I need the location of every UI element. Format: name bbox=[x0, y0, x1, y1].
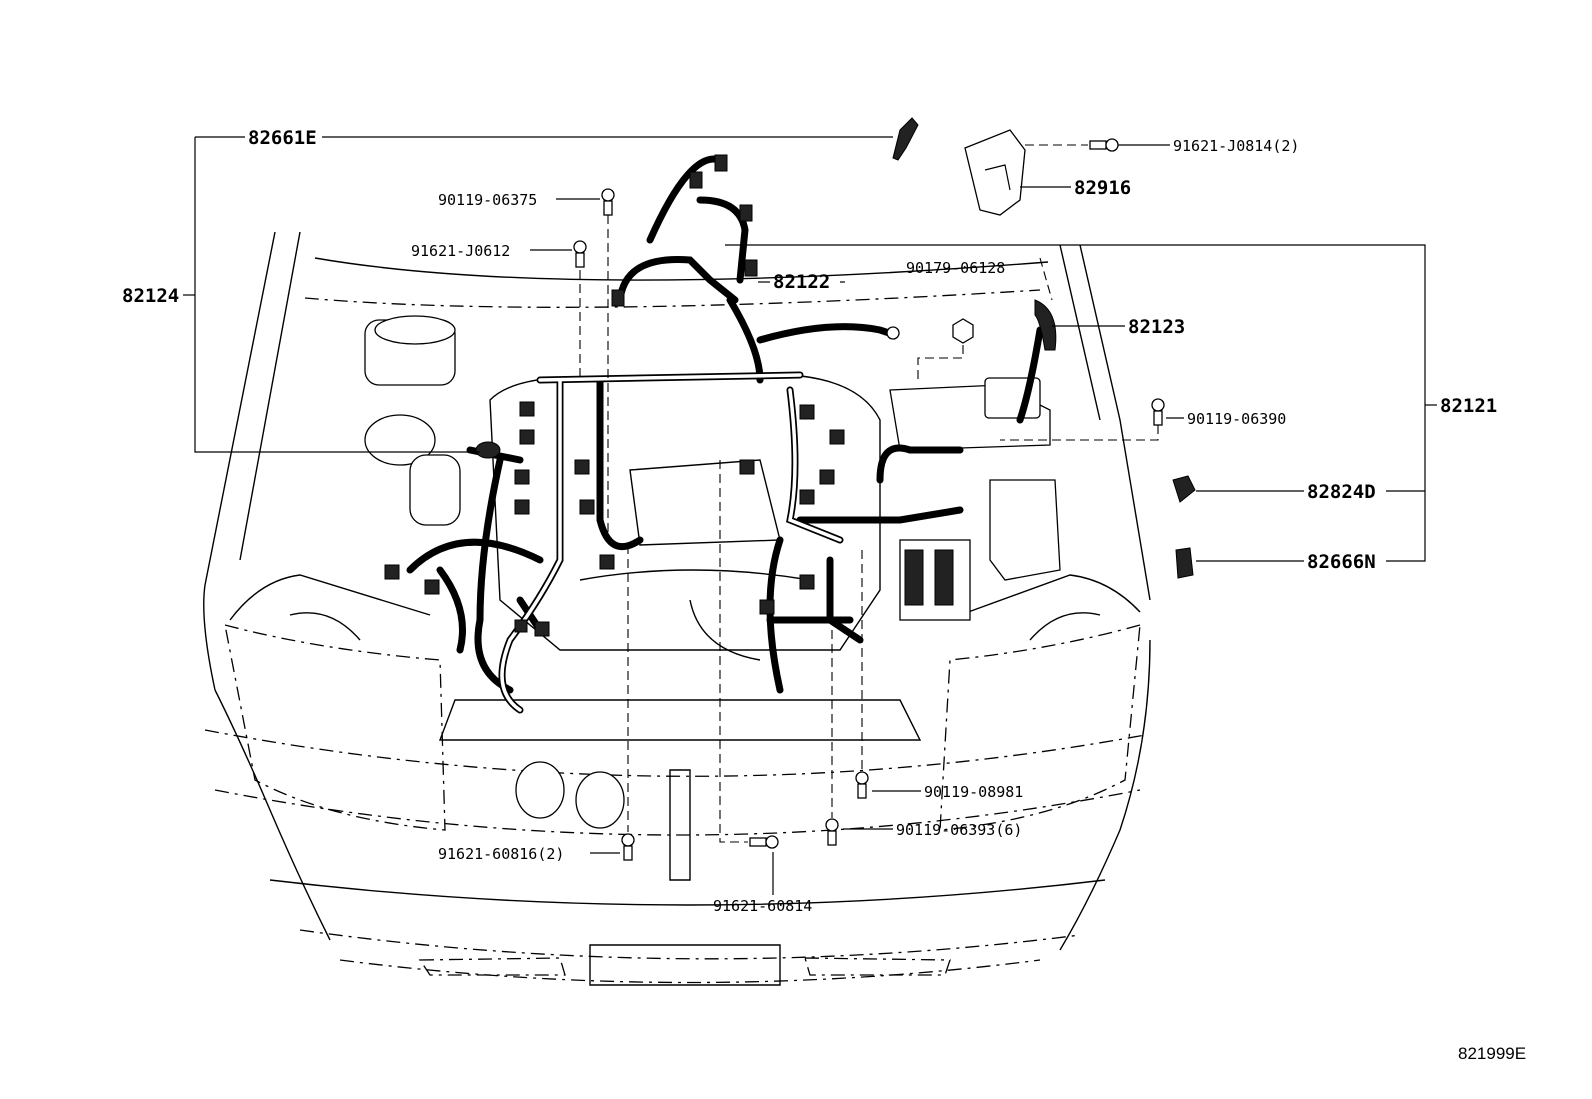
callout-82123: 82123 bbox=[1128, 316, 1185, 338]
wire-harness bbox=[384, 154, 1057, 714]
callout-90179-06128: 90179-06128 bbox=[906, 259, 1005, 277]
callout-90119-08981: 90119-08981 bbox=[924, 783, 1023, 801]
bolt-icon-91621-60816 bbox=[621, 833, 635, 861]
leader-lines bbox=[183, 136, 1437, 895]
clip-icon-82824D bbox=[1172, 475, 1196, 503]
clip-icon-82661E bbox=[892, 117, 919, 161]
callout-82122: 82122 bbox=[773, 271, 830, 293]
callout-90119-06375: 90119-06375 bbox=[438, 191, 537, 209]
bolt-icon-91621-J0612 bbox=[573, 240, 587, 268]
bolt-icon-90119-08981 bbox=[855, 771, 869, 799]
bolt-icon-91621-60814 bbox=[749, 835, 779, 849]
bolt-icon-90119-06393 bbox=[825, 818, 839, 846]
protector-icon-82916 bbox=[964, 129, 1026, 216]
callout-91621-60816: 91621-60816(2) bbox=[438, 845, 564, 863]
callout-82824D: 82824D bbox=[1307, 481, 1376, 503]
nut-icon-90179-06128 bbox=[952, 318, 974, 344]
fastener-icons bbox=[573, 117, 1196, 861]
callout-labels: 82661E 82124 90119-06375 91621-J0612 821… bbox=[122, 127, 1526, 1063]
vehicle-body-outline bbox=[203, 231, 1151, 986]
callout-82666N: 82666N bbox=[1307, 551, 1376, 573]
callout-91621-60814: 91621-60814 bbox=[713, 897, 812, 915]
clip-icon-82666N bbox=[1175, 547, 1194, 579]
callout-91621-J0612: 91621-J0612 bbox=[411, 242, 510, 260]
bolt-icon-90119-06390 bbox=[1151, 398, 1165, 426]
callout-91621-J0814: 91621-J0814(2) bbox=[1173, 137, 1299, 155]
callout-90119-06390: 90119-06390 bbox=[1187, 410, 1286, 428]
callout-90119-06393: 90119-06393(6) bbox=[896, 821, 1022, 839]
engine-bay-components bbox=[364, 315, 1061, 661]
callout-82121: 82121 bbox=[1440, 395, 1497, 417]
bolt-icon-91621-J0814 bbox=[1089, 138, 1119, 152]
diagram-reference-code: 821999E bbox=[1458, 1044, 1526, 1063]
bolt-icon-90119-06375 bbox=[601, 188, 615, 216]
callout-82124: 82124 bbox=[122, 285, 179, 307]
callout-82661E: 82661E bbox=[248, 127, 317, 149]
callout-82916: 82916 bbox=[1074, 177, 1131, 199]
